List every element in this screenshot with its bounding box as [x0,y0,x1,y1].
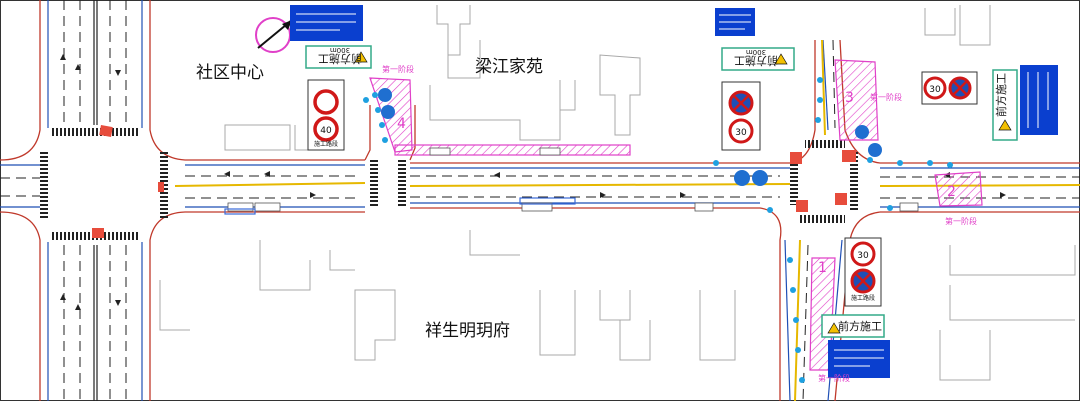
label-community-center: 社区中心 [196,63,264,83]
sign-board-mid [721,81,761,151]
sign-distance-mid: 300m [746,48,766,56]
phase-label-3: 第一阶段 [945,216,977,226]
vehicles [227,147,919,212]
sign-text-ahead-mid: 前方施工 [734,54,778,68]
sign-distance-left: 300m [330,46,350,54]
speed-30-bottom: 30 [857,251,869,261]
bus-stops [224,197,576,215]
road-work-bottom: 施工路段 [851,294,875,302]
label-liangjiang: 梁江家苑 [475,57,543,77]
phase-label-4: 第一阶段 [818,373,850,383]
segment-number-2: 2 [947,184,956,200]
centerlines [93,0,98,401]
segment-number-1: 1 [818,260,827,276]
yellow-centerline [174,39,1080,401]
road-work-left: 施工路段 [314,140,338,148]
corner-markers [92,125,856,238]
sign-text-ahead-bottom: 前方施工 [838,319,882,333]
phase-label-1: 第一阶段 [382,64,414,74]
speed-30-right: 30 [929,85,941,95]
construction-zones [369,59,983,371]
segment-number-4: 4 [397,116,406,132]
phase-label-2: 第一阶段 [870,92,902,102]
sign-text-ahead-right: 前方施工 [994,73,1008,117]
sign-text-ahead-left: 前方施工 [318,52,362,66]
sign-board-right [921,71,978,105]
speed-30-mid: 30 [735,128,747,138]
label-xiangsheng: 祥生明玥府 [425,321,510,341]
traffic-cones [363,77,953,383]
segment-number-3: 3 [845,90,854,106]
sign-board-left [307,79,345,151]
info-panel-right [1020,65,1058,135]
info-panel-bottom [828,340,890,378]
sign-board-bottom [844,237,882,307]
speed-40-left: 40 [320,126,332,136]
construction-warning-icon [305,45,1018,338]
direction-signs [378,88,882,186]
info-panel-mid [715,8,755,36]
info-panel-left [290,5,363,41]
